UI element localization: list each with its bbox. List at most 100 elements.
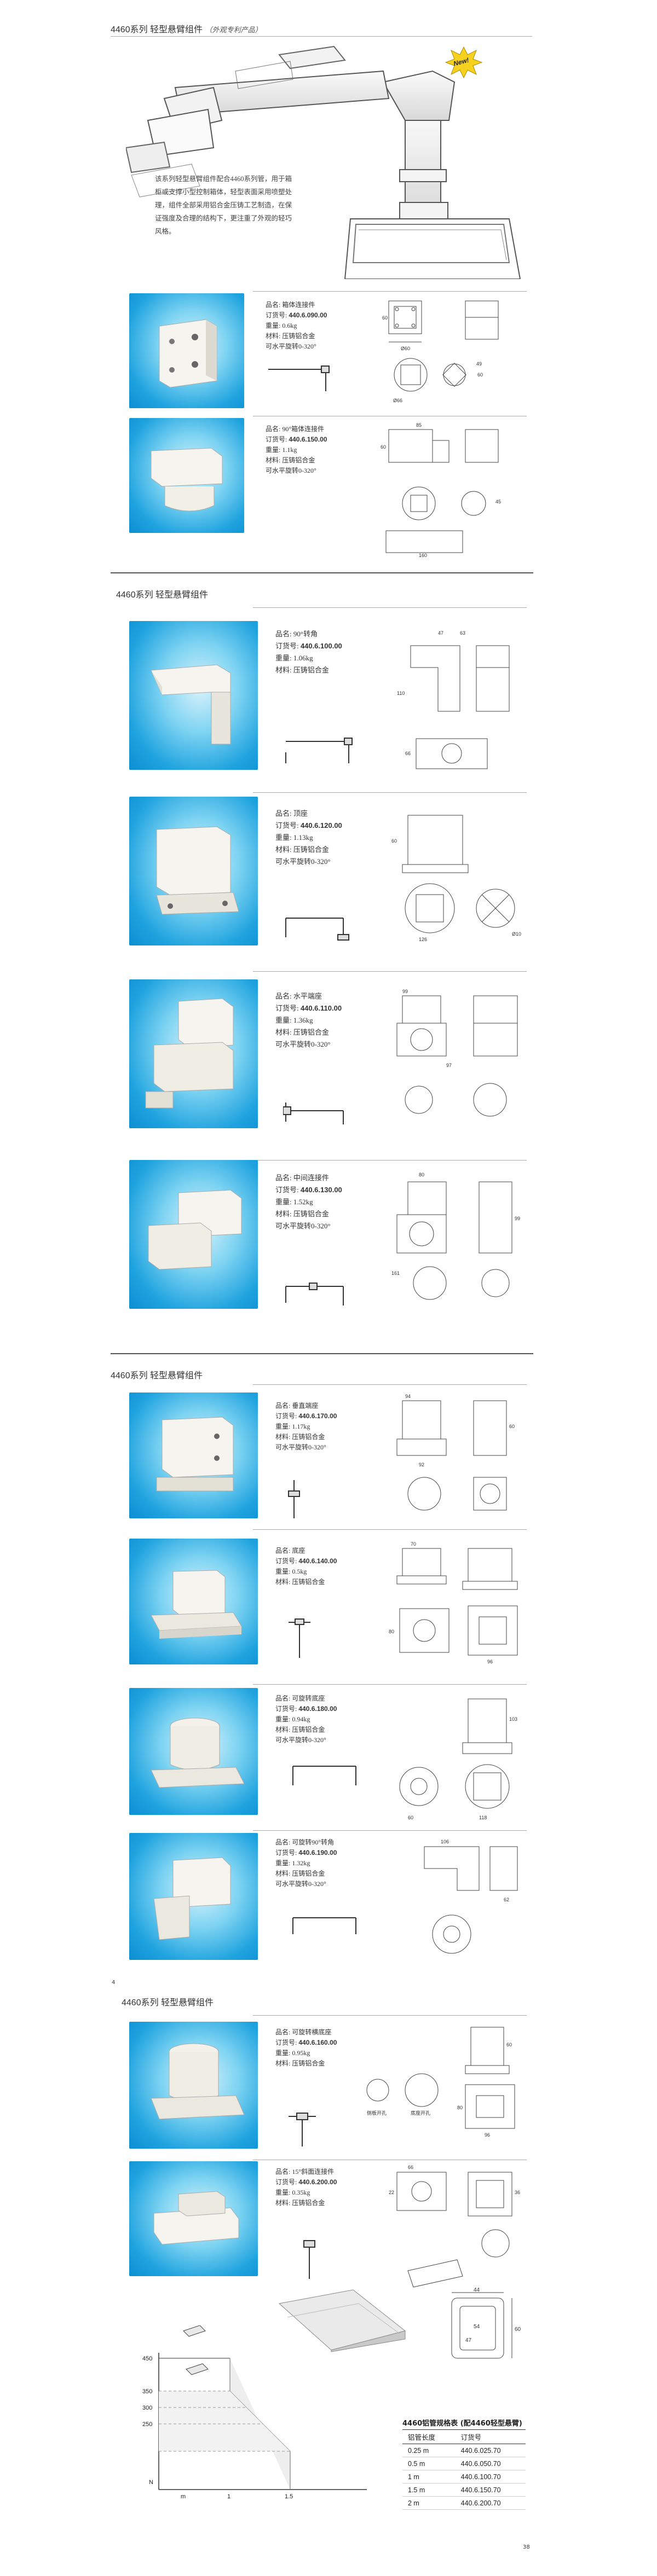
rotation-note: 可水平旋转0-320°	[266, 467, 316, 474]
order-number: 440.6.180.00	[298, 1705, 337, 1713]
mounting-schematic	[283, 1097, 360, 1127]
dim-label: 60	[391, 838, 397, 844]
technical-drawing: 94 92 60	[386, 1390, 528, 1532]
mounting-schematic	[283, 1477, 316, 1521]
rotation-note: 可水平旋转0-320°	[275, 857, 331, 866]
mounting-schematic	[283, 1278, 360, 1308]
spec-label: 订货号:	[275, 2039, 297, 2046]
y-tick: 300	[142, 2405, 152, 2411]
rotation-note: 可水平旋转0-320°	[275, 1040, 331, 1048]
spec-label: 材料:	[275, 845, 292, 854]
product-material: 压铸铝合金	[282, 332, 315, 340]
spec-label: 订货号:	[275, 1849, 297, 1856]
product-image-middle-connector	[129, 1160, 258, 1309]
mounting-schematic	[290, 1910, 372, 1940]
product-specs: 品名: 顶座 订货号: 440.6.120.00 重量: 1.13kg 材料: …	[275, 808, 342, 868]
section-title: 4460系列 轻型悬臂组件	[122, 1998, 214, 2008]
product-image-box-connector	[129, 293, 244, 408]
y-tick: 450	[142, 2355, 152, 2362]
dim-label: 66	[405, 751, 411, 756]
product-rule	[253, 971, 527, 972]
spec-label: 重量:	[275, 2189, 291, 2196]
dim-label: 80	[389, 1629, 394, 1634]
spec-label: 品名:	[275, 1402, 291, 1409]
dim-label: 54	[474, 2324, 480, 2330]
spec-label: 重量:	[275, 2049, 291, 2057]
order-number: 440.6.140.00	[298, 1557, 337, 1565]
product-material: 压铸铝合金	[293, 845, 329, 854]
mounting-schematic	[283, 2111, 327, 2149]
dim-label: 103	[509, 1716, 517, 1722]
product-material: 压铸铝合金	[293, 1028, 329, 1036]
spec-label: 重量:	[275, 1423, 291, 1430]
product-weight: 1.06kg	[293, 654, 313, 662]
product-weight: 0.94kg	[292, 1715, 310, 1723]
product-specs: 品名: 90°转角 订货号: 440.6.100.00 重量: 1.06kg 材…	[275, 628, 342, 676]
product-material: 压铸铝合金	[293, 1210, 329, 1218]
dim-label: 96	[487, 1659, 493, 1664]
product-image-rotating-base	[129, 1688, 258, 1815]
table-cell: 2 m	[402, 2496, 456, 2510]
product-material: 压铸铝合金	[292, 1870, 325, 1877]
rotation-note: 可水平旋转0-320°	[266, 343, 316, 350]
product-material: 压铸铝合金	[292, 2059, 325, 2067]
order-number: 440.6.120.00	[300, 821, 342, 829]
dim-label: 161	[391, 1270, 400, 1276]
product-rule	[253, 291, 527, 292]
technical-drawing: 60 80 96 侧板开孔 底座开孔	[361, 2019, 528, 2145]
spec-label: 重量:	[275, 833, 292, 842]
dim-label: 49	[476, 361, 482, 367]
profile-cross-section: 44 54 60 47	[443, 2287, 526, 2369]
product-image-rotating-horizontal-base	[129, 2022, 258, 2149]
table-cell: 1 m	[402, 2470, 456, 2484]
order-number: 440.6.200.00	[298, 2178, 337, 2186]
spec-label: 订货号:	[266, 436, 287, 443]
spec-label: 材料:	[275, 1870, 291, 1877]
x-unit: m	[181, 2493, 186, 2500]
dim-label: 96	[485, 2132, 490, 2138]
spec-label: 订货号:	[275, 821, 299, 829]
product-specs: 品名: 垂直端座 订货号: 440.6.170.00 重量: 1.17kg 材料…	[275, 1401, 337, 1453]
load-chart: 450 350 300 250 N m 1 1.5	[142, 2325, 372, 2500]
order-number: 440.6.170.00	[298, 1412, 337, 1420]
dim-label: 99	[515, 1216, 520, 1221]
dim-label: 45	[495, 499, 501, 504]
mounting-schematic	[298, 2238, 320, 2282]
spec-label: 材料:	[266, 332, 281, 340]
spec-label: 材料:	[275, 1028, 292, 1036]
spec-label: 品名:	[275, 1547, 291, 1554]
spec-label: 订货号:	[266, 311, 287, 319]
aluminum-profile-illustration	[276, 2287, 408, 2353]
rotation-note: 可水平旋转0-320°	[275, 1222, 331, 1230]
header-note: （外观专利产品）	[205, 26, 262, 34]
new-badge: New!	[445, 46, 483, 79]
spec-label: 材料:	[275, 666, 292, 674]
dim-label: 44	[474, 2287, 480, 2293]
order-number: 440.6.150.00	[289, 436, 327, 443]
dim-label: 160	[419, 553, 427, 558]
product-weight: 0.6kg	[282, 322, 297, 329]
product-name: 垂直端座	[292, 1402, 319, 1409]
dim-label: 60	[382, 315, 388, 321]
spec-label: 材料:	[266, 456, 281, 464]
product-image-rotating-corner	[129, 1833, 258, 1960]
page-header: 4460系列 轻型悬臂组件 （外观专利产品）	[111, 22, 262, 35]
product-rule	[253, 1830, 527, 1831]
section-title: 4460系列 轻型悬臂组件	[111, 1371, 203, 1380]
y-tick: 350	[142, 2388, 152, 2395]
product-material: 压铸铝合金	[292, 1578, 325, 1586]
dim-label: 63	[460, 630, 465, 636]
product-image-90-corner	[129, 621, 258, 770]
page-marker: 4	[112, 1980, 116, 1986]
product-material: 压铸铝合金	[282, 456, 315, 464]
hero-arm-illustration	[125, 38, 537, 280]
product-image-90-connector	[129, 418, 244, 533]
caption: 底座开孔	[411, 2110, 430, 2116]
product-specs: 品名: 可旋转底座 订货号: 440.6.180.00 重量: 0.94kg 材…	[275, 1693, 337, 1745]
y-unit: N	[149, 2479, 153, 2486]
dim-label: 85	[416, 422, 422, 428]
table-cell: 1.5 m	[402, 2483, 456, 2497]
dim-label: 118	[479, 1815, 487, 1820]
